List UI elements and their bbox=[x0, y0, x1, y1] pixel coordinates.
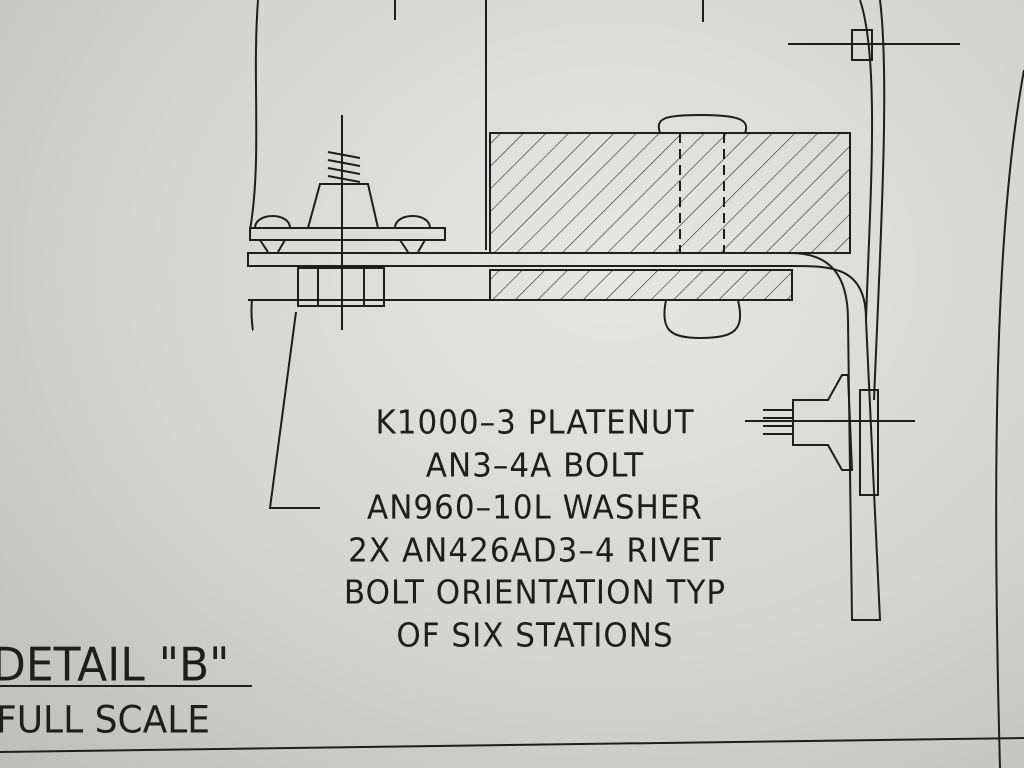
rivet-right bbox=[394, 215, 431, 253]
parts-callout: K1000–3 PLATENUT AN3–4A BOLT AN960–10L W… bbox=[300, 402, 770, 657]
washer bbox=[249, 227, 446, 241]
callout-line-stations: OF SIX STATIONS bbox=[396, 616, 674, 655]
hatched-block bbox=[489, 132, 851, 254]
detail-scale: FULL SCALE bbox=[0, 698, 211, 743]
callout-line-bolt: AN3–4A BOLT bbox=[425, 446, 645, 485]
skin-line bbox=[859, 0, 886, 401]
nut bbox=[297, 267, 385, 307]
bolt-thread bbox=[327, 151, 361, 183]
callout-line-platenut: K1000–3 PLATENUT bbox=[375, 404, 695, 442]
rivet-left bbox=[254, 215, 291, 253]
callout-line-rivet: 2X AN426AD3–4 RIVET bbox=[348, 531, 722, 570]
countersunk-bolt bbox=[792, 374, 854, 471]
left-wall-line bbox=[249, 0, 259, 331]
leader-line bbox=[268, 311, 320, 509]
callout-line-orientation: BOLT ORIENTATION TYP bbox=[343, 574, 727, 612]
detail-title: DETAIL "B" bbox=[0, 638, 230, 693]
bolt-head bbox=[657, 113, 748, 134]
bent-plate bbox=[247, 252, 882, 621]
hatched-strip bbox=[489, 269, 793, 301]
callout-line-washer: AN960–10L WASHER bbox=[367, 489, 703, 527]
platenut bbox=[307, 183, 379, 229]
